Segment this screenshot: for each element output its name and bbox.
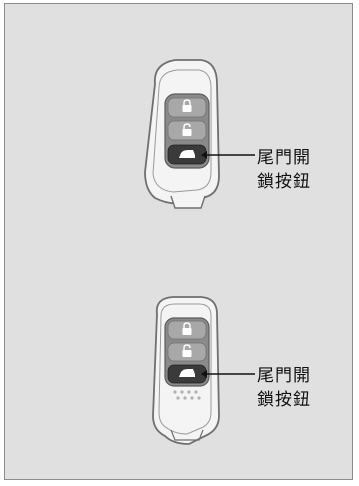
lock-icon [182,322,192,335]
label-line-1: 尾門開 [257,366,311,386]
flip-key-fob [144,59,255,209]
label-line-2: 鎖按鈕 [257,390,311,410]
label-line-2: 鎖按鈕 [257,172,311,192]
fob-blade-housing [170,195,206,209]
unlock-icon [182,123,192,136]
tailgate-button-label-top: 尾門開 鎖按鈕 [257,146,311,194]
tailgate-button-label-bottom: 尾門開 鎖按鈕 [257,364,311,412]
tailgate-icon [179,150,195,158]
tailgate-icon [179,369,195,377]
fob-dot-pattern [173,390,201,400]
smart-key-fob [152,296,255,445]
lock-icon [182,99,192,112]
illustration-panel: 尾門開 鎖按鈕 [4,3,353,480]
label-line-1: 尾門開 [257,148,311,168]
unlock-icon [182,344,192,357]
